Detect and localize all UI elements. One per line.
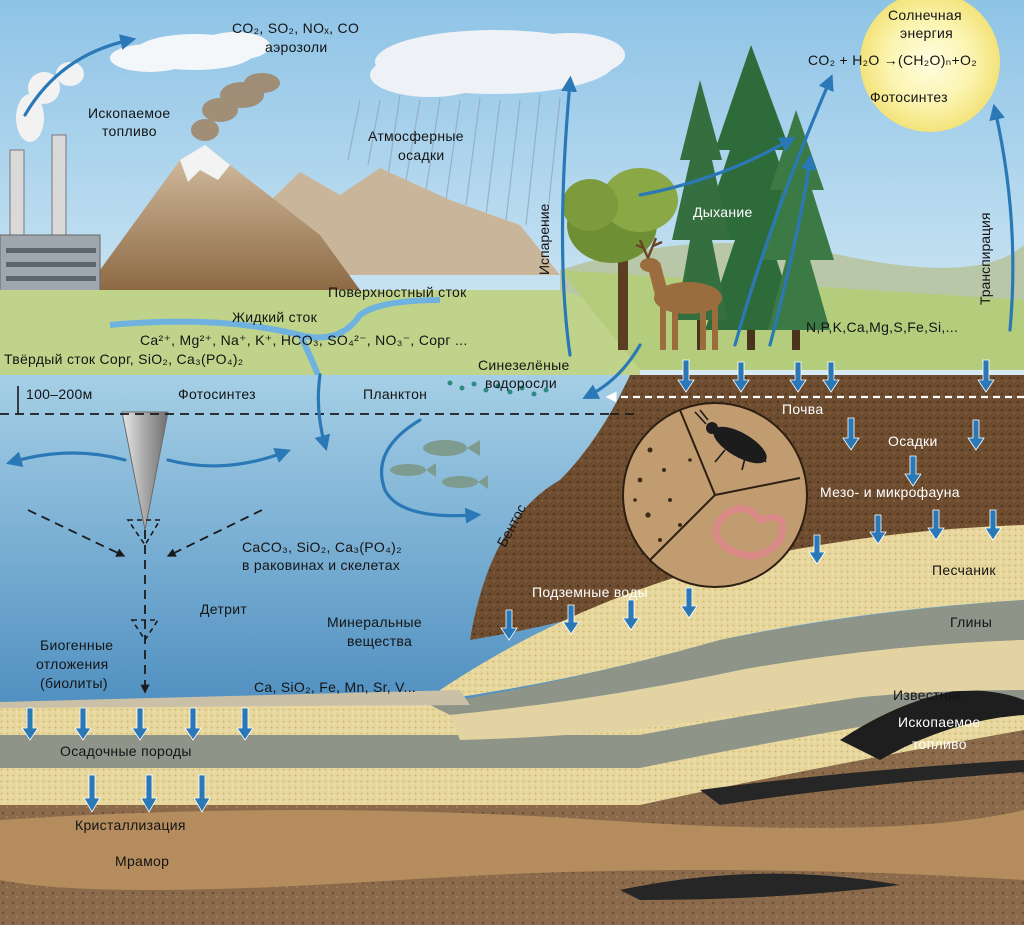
volcano-snow (180, 145, 230, 182)
label-sedimentary: Осадочные породы (60, 743, 192, 759)
fish-loop-arrow (380, 418, 482, 524)
transpiration-arrow (989, 103, 1015, 332)
cloud-left (110, 32, 270, 72)
label-soil: Почва (782, 401, 823, 417)
label-plankton: Планктон (363, 386, 427, 402)
label-ions: Ca²⁺, Mg²⁺, Na⁺, K⁺, HCO₃, SO₄²⁻, NO₃⁻, … (140, 332, 468, 348)
sea-arrow-left (5, 451, 127, 467)
label-solar-energy-1: Солнечная (888, 7, 962, 23)
evaporation-arrow (560, 75, 578, 357)
label-fossil-fuel-deep-1: Ископаемое (898, 714, 980, 730)
label-biogenic-3: (биолиты) (40, 675, 108, 691)
label-precipitation-1: Атмосферные (368, 128, 464, 144)
label-limestone: Известняк (893, 687, 963, 703)
deciduous-tree (562, 168, 678, 350)
fish (390, 440, 488, 489)
label-blue-green-algae-1: Синезелёные (478, 357, 570, 373)
label-trace-elements: Ca, SiO₂, Fe, Mn, Sr, V... (254, 679, 416, 695)
river (109, 297, 441, 377)
label-fossil-fuel-top-1: Ископаемое (88, 105, 170, 121)
stratum-sedimentary (0, 675, 1024, 770)
label-surface-runoff: Поверхностный сток (328, 284, 467, 300)
label-transpiration: Транспирация (977, 213, 993, 305)
label-biogenic-1: Биогенные (40, 637, 113, 653)
label-shells-1: CaCO₃, SiO₂, Ca₃(PO₄)₂ (242, 539, 402, 555)
limestone-layer (450, 640, 1024, 740)
label-minerals-2: вещества (347, 633, 412, 649)
land-left (0, 290, 640, 375)
land-to-sea-arrow (582, 343, 642, 399)
label-sandstone: Песчаник (932, 562, 996, 578)
seabed (0, 690, 470, 708)
label-detritus: Детрит (200, 601, 247, 617)
converging-right (166, 509, 263, 557)
beetle (694, 409, 767, 471)
cloud-center (370, 30, 625, 97)
respiration-arrow-3 (768, 153, 817, 347)
label-marble: Мрамор (115, 853, 169, 869)
runoff-arrow (314, 373, 331, 452)
label-solid-runoff: Твёрдый сток Cорг, SiO₂, Ca₃(PO₄)₂ (4, 351, 244, 367)
soil-cross-section (622, 402, 808, 588)
label-nutrients: N,P,K,Ca,Mg,S,Fe,Si,... (806, 319, 958, 335)
label-crystallization: Кристаллизация (75, 817, 186, 833)
stratum-sand-lower (0, 700, 1024, 805)
label-precipitation-2: осадки (398, 147, 445, 163)
label-liquid-runoff: Жидкий сток (232, 309, 318, 325)
label-evaporation: Испарение (536, 203, 552, 275)
label-depth: 100–200м (26, 386, 93, 402)
stratum-sand-top (0, 620, 1024, 740)
plankton (447, 380, 549, 397)
sun (860, 0, 1000, 132)
label-groundwater: Подземные воды (532, 584, 648, 600)
stratum-marble (0, 810, 1024, 890)
label-fauna: Мезо- и микрофауна (820, 484, 960, 500)
clay-layer (430, 600, 1024, 715)
sea-arrow-right (166, 447, 291, 468)
sandstone-layer (440, 525, 1024, 700)
label-minerals-1: Минеральные (327, 614, 422, 630)
label-aerosols: аэрозоли (265, 39, 327, 55)
label-solar-energy-2: энергия (900, 25, 953, 41)
label-photosynthesis-equation: CO₂ + H₂O →(CH₂O)ₙ+O₂ (808, 52, 977, 68)
volcano (100, 145, 360, 290)
label-respiration: Дыхание (693, 204, 753, 220)
deer (635, 237, 722, 350)
sinking-dashed-v (126, 519, 162, 642)
label-clays: Глины (950, 614, 992, 630)
label-emissions: CO₂, SO₂, NOₓ, CO (232, 20, 359, 36)
label-shells-2: в раковинах и скелетах (242, 557, 400, 573)
volcano-smoke (191, 73, 280, 141)
label-photosynthesis-sea: Фотосинтез (178, 386, 256, 402)
fossil-fuel-seam-deep (620, 873, 900, 900)
respiration-arrow-2 (733, 74, 834, 347)
label-fossil-fuel-top-2: топливо (102, 123, 157, 139)
label-biogenic-2: отложения (36, 656, 109, 672)
fossil-fuel-deposit (840, 690, 1024, 760)
emission-arrow (23, 34, 137, 117)
fossil-fuel-seam (700, 760, 1024, 805)
label-fossil-fuel-deep-2: топливо (912, 736, 967, 752)
rain (347, 94, 561, 251)
label-blue-green-algae-2: водоросли (485, 375, 557, 391)
converging-left (27, 509, 126, 557)
label-sediments: Осадки (888, 433, 938, 449)
respiration-arrow-1 (638, 136, 796, 197)
label-photosynthesis-sun: Фотосинтез (870, 89, 948, 105)
infiltration-arrows (21, 359, 1002, 813)
sinking-funnel (121, 411, 169, 531)
earthworm (712, 505, 786, 560)
